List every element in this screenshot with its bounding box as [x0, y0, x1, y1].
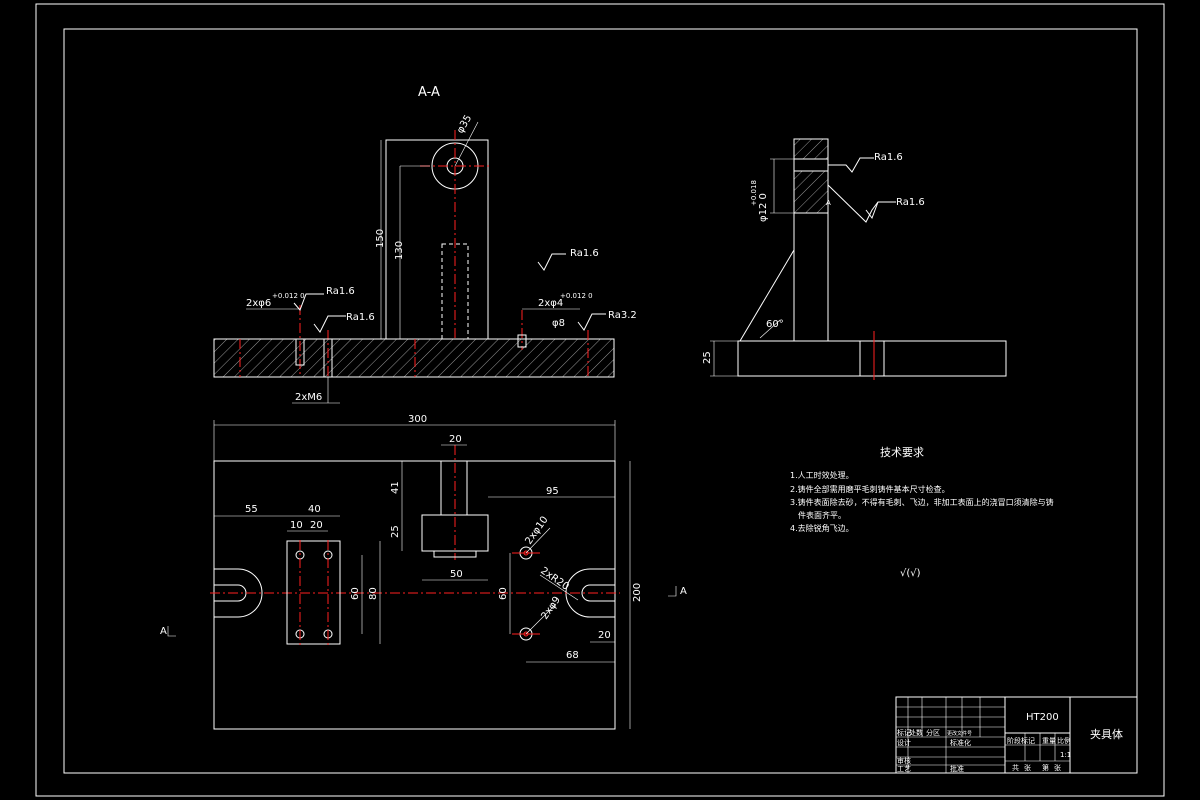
- dim-200: 200: [632, 583, 643, 602]
- section-mark-right: A: [680, 586, 687, 597]
- top-view: 300 20 41 25 95 55 40 10 20 50 60 80 60 …: [160, 414, 687, 730]
- dim-20-top: 20: [449, 434, 462, 445]
- tech-item-3: 3.铸件表面除去砂，不得有毛刺、飞边，非加工表面上的浇冒口须清除与铸: [790, 497, 1054, 507]
- tb-label-weight: 重量: [1042, 737, 1056, 745]
- dim-68: 68: [566, 650, 579, 661]
- dim-150: 150: [375, 229, 386, 248]
- dim-50: 50: [450, 569, 463, 580]
- upright-column: [385, 139, 489, 340]
- top-outline: [213, 460, 616, 730]
- dim-counterbore: φ8: [552, 318, 565, 329]
- dim-thread: 2xM6: [295, 392, 322, 403]
- left-slot: [214, 568, 263, 618]
- dim-95: 95: [546, 486, 559, 497]
- section-mark-left: A: [160, 626, 167, 637]
- tb-label-stage: 阶段标记: [1007, 736, 1035, 745]
- dim-25: 25: [390, 525, 401, 538]
- dim-diameter: φ35: [455, 113, 474, 135]
- dim-d12: φ12 0: [758, 193, 769, 222]
- tb-label-approve: 批准: [950, 764, 964, 773]
- tech-title: 技术要求: [880, 446, 924, 459]
- dim-55: 55: [245, 504, 258, 515]
- tb-label-review: 审核: [897, 756, 911, 765]
- tb-label-std: 标准化: [950, 738, 971, 747]
- tech-item-1: 1.人工时效处理。: [790, 470, 854, 480]
- tb-label-total: 共: [1012, 763, 1019, 772]
- title-block: HT200 夹具体 1:1 标记 处数 分区 更改文件号 设计 标准化 审核 工…: [895, 696, 1138, 774]
- tech-item-2: 2.铸件全部需用磨平毛刺铸件基本尺寸检查。: [790, 484, 950, 494]
- dim-60-holes: 60: [498, 587, 509, 600]
- material-label: HT200: [1026, 712, 1059, 723]
- tb-label-design: 设计: [897, 738, 911, 747]
- side-upright: [793, 138, 829, 342]
- tol-hole-right: +0.012 0: [560, 292, 593, 300]
- side-view: 60° 25 φ12 0 +0.018 A Ra1.6 Ra1.6: [702, 138, 1007, 380]
- dim-40: 40: [308, 504, 321, 515]
- side-roughness-1: Ra1.6: [874, 152, 903, 163]
- scale-label: 1:1: [1060, 751, 1071, 759]
- front-section-view: A-A 150 130 φ35 2xφ6 +0.012 0: [213, 85, 637, 404]
- roughness-3: Ra1.6: [570, 248, 599, 259]
- column-top: [440, 460, 468, 516]
- inner-border: [63, 28, 1138, 774]
- roughness-2: Ra1.6: [346, 312, 375, 323]
- pad: [286, 540, 341, 645]
- tb-label-sheet: 张: [1054, 763, 1061, 772]
- tech-requirements: 技术要求 1.人工时效处理。 2.铸件全部需用磨平毛刺铸件基本尺寸检查。 3.铸…: [790, 446, 1054, 579]
- dim-r20: 2xR20: [538, 565, 570, 592]
- hidden-bore: [441, 243, 469, 340]
- tb-label-change: 更改文件号: [947, 730, 972, 737]
- tb-label-count: 处数: [909, 728, 923, 737]
- dim-angle: 60°: [766, 319, 784, 330]
- dim-10: 10: [290, 520, 303, 531]
- dim-130: 130: [394, 241, 405, 260]
- dim-20-pad: 20: [310, 520, 323, 531]
- tb-label-no: 第: [1042, 763, 1049, 772]
- part-name: 夹具体: [1090, 727, 1123, 741]
- dim-20-slot: 20: [598, 630, 611, 641]
- tech-item-3b: 件表面齐平。: [798, 510, 846, 520]
- side-roughness-2: Ra1.6: [896, 197, 925, 208]
- dim-41: 41: [390, 481, 401, 494]
- base-hatch: [214, 339, 614, 377]
- tb-label-zone: 分区: [926, 728, 940, 737]
- tb-label-sheets: 张: [1024, 763, 1031, 772]
- side-base: [737, 340, 1007, 377]
- tech-item-4: 4.去除锐角飞边。: [790, 523, 854, 533]
- roughness-4: Ra3.2: [608, 310, 637, 321]
- tb-label-process: 工艺: [897, 765, 911, 773]
- rib: [739, 249, 795, 342]
- section-label: A-A: [418, 85, 440, 100]
- ref-a: A: [826, 199, 831, 207]
- tb-label-scale: 比例: [1057, 736, 1071, 745]
- dim-300: 300: [408, 414, 427, 425]
- tb-label-mark: 标记: [897, 728, 911, 737]
- dim-hole-9: 2xφ9: [539, 595, 562, 622]
- tol-hole-left: +0.012 0: [272, 292, 305, 300]
- dim-hole-left: 2xφ6: [246, 298, 271, 309]
- dim-60-pad: 60: [350, 587, 361, 600]
- dim-80: 80: [368, 587, 379, 600]
- tol-d12: +0.018: [750, 180, 758, 206]
- dim-hole-right: 2xφ4: [538, 298, 563, 309]
- outer-border: [35, 3, 1165, 797]
- dim-side-25: 25: [702, 351, 713, 364]
- roughness-1: Ra1.6: [326, 286, 355, 297]
- general-roughness: √(√): [900, 568, 921, 579]
